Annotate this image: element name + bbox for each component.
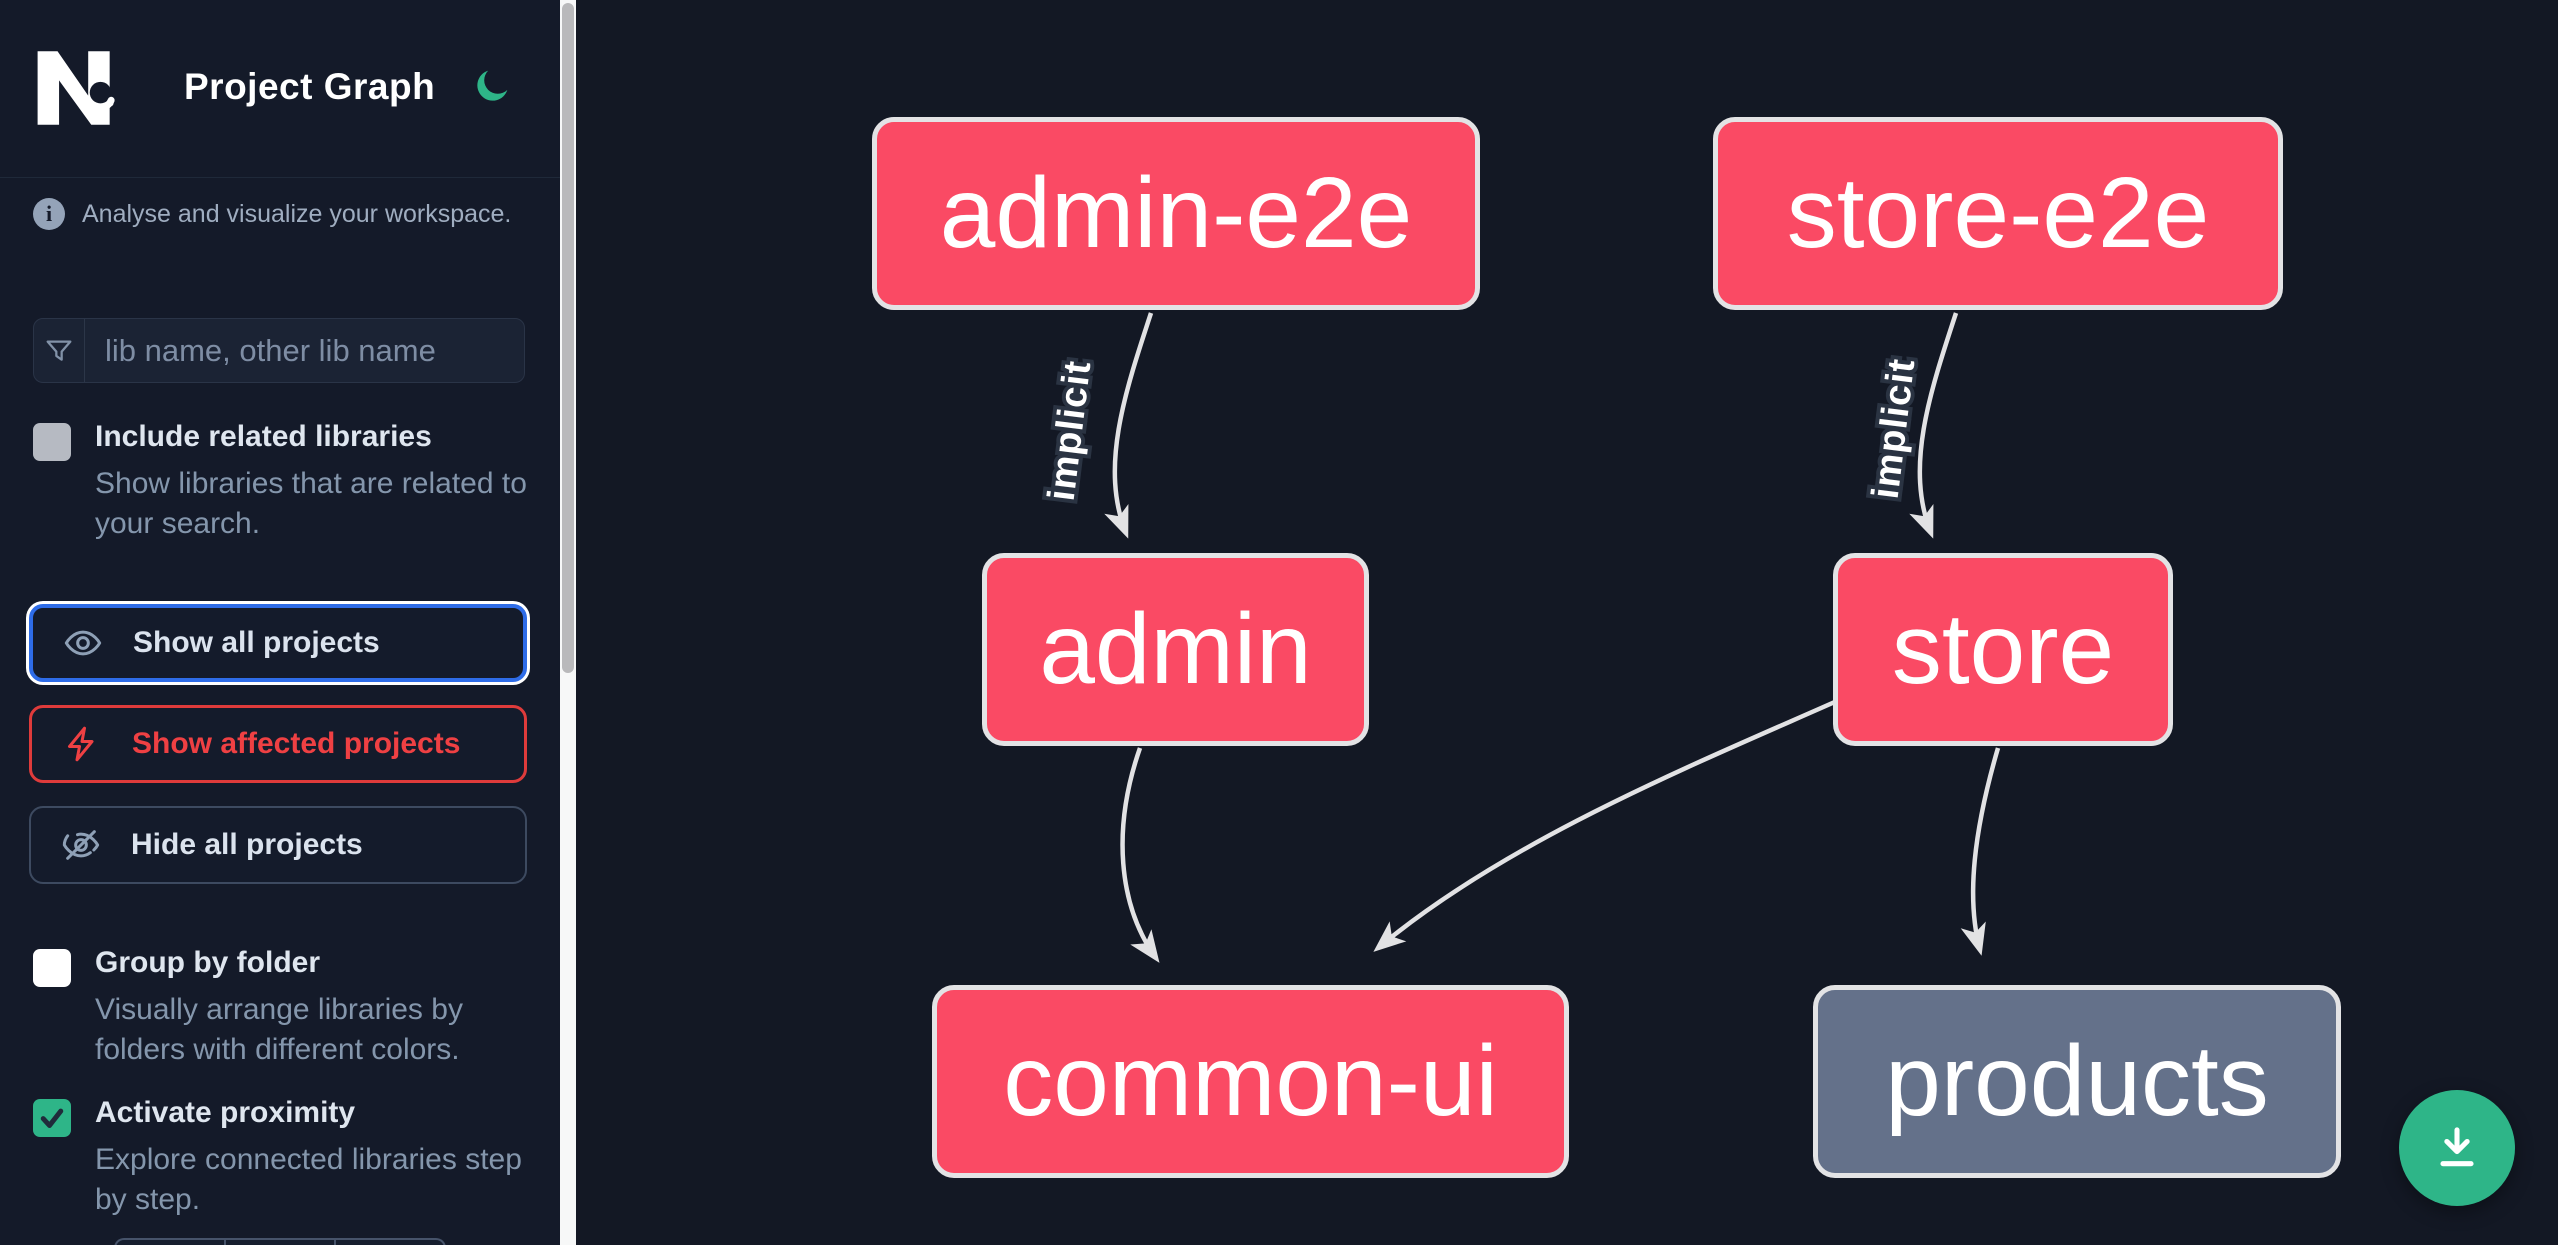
graph-node-admin-e2e[interactable]: admin-e2e <box>872 117 1480 310</box>
proximity-depth-control[interactable] <box>114 1238 446 1245</box>
option-label[interactable]: Activate proximity <box>95 1096 356 1129</box>
graph-node-products[interactable]: products <box>1813 985 2341 1178</box>
button-label: Show all projects <box>133 626 380 659</box>
include-related-checkbox[interactable] <box>33 423 71 461</box>
download-graph-button[interactable] <box>2399 1090 2515 1206</box>
workspace-tagline: Analyse and visualize your workspace. <box>82 199 512 228</box>
group-by-folder-checkbox[interactable] <box>33 949 71 987</box>
node-label: admin-e2e <box>939 157 1413 269</box>
sidebar: Project Graph i Analyse and visualize yo… <box>0 0 560 1245</box>
activate-proximity-checkbox[interactable] <box>33 1099 71 1137</box>
nx-logo <box>37 51 115 125</box>
option-group-by-folder: Group by folder Visually arrange librari… <box>33 946 533 1070</box>
option-description: Show libraries that are related to your … <box>95 467 527 540</box>
info-icon: i <box>33 198 65 230</box>
show-affected-projects-button[interactable]: Show affected projects <box>29 705 527 783</box>
eye-icon <box>64 630 102 656</box>
option-activate-proximity: Activate proximity Explore connected lib… <box>33 1096 533 1220</box>
graph-node-common-ui[interactable]: common-ui <box>932 985 1569 1178</box>
scrollbar-thumb[interactable] <box>562 3 574 673</box>
node-label: products <box>1885 1025 2269 1137</box>
search-box <box>33 318 525 383</box>
option-description: Visually arrange libraries by folders wi… <box>95 993 463 1066</box>
graph-node-admin[interactable]: admin <box>982 553 1369 746</box>
page-title: Project Graph <box>184 66 436 107</box>
graph-node-store[interactable]: store <box>1833 553 2173 746</box>
graph-node-store-e2e[interactable]: store-e2e <box>1713 117 2283 310</box>
show-all-projects-button[interactable]: Show all projects <box>29 604 527 682</box>
option-include-related-libraries: Include related libraries Show libraries… <box>33 420 533 544</box>
sidebar-header: Project Graph <box>0 0 560 178</box>
segment-value <box>226 1240 336 1245</box>
sidebar-scrollbar[interactable] <box>560 0 576 1245</box>
filter-icon <box>34 319 85 382</box>
button-label: Hide all projects <box>131 828 363 861</box>
hide-all-projects-button[interactable]: Hide all projects <box>29 806 527 884</box>
node-label: common-ui <box>1003 1025 1498 1137</box>
search-input[interactable] <box>85 319 524 382</box>
dark-mode-toggle[interactable] <box>472 66 512 106</box>
node-label: store-e2e <box>1786 157 2210 269</box>
bolt-icon <box>68 726 94 762</box>
segment-decrement[interactable] <box>116 1240 226 1245</box>
segment-increment[interactable] <box>336 1240 444 1245</box>
moon-icon <box>477 70 508 101</box>
download-icon <box>2440 1127 2474 1167</box>
checkmark-icon <box>40 1108 64 1128</box>
node-label: store <box>1891 593 2115 705</box>
eye-off-icon <box>62 830 100 860</box>
option-label[interactable]: Include related libraries <box>95 420 432 453</box>
workspace-tagline-row: i Analyse and visualize your workspace. <box>33 198 511 230</box>
option-label[interactable]: Group by folder <box>95 946 320 979</box>
option-description: Explore connected libraries step by step… <box>95 1143 522 1216</box>
node-label: admin <box>1039 593 1312 705</box>
button-label: Show affected projects <box>132 727 461 760</box>
